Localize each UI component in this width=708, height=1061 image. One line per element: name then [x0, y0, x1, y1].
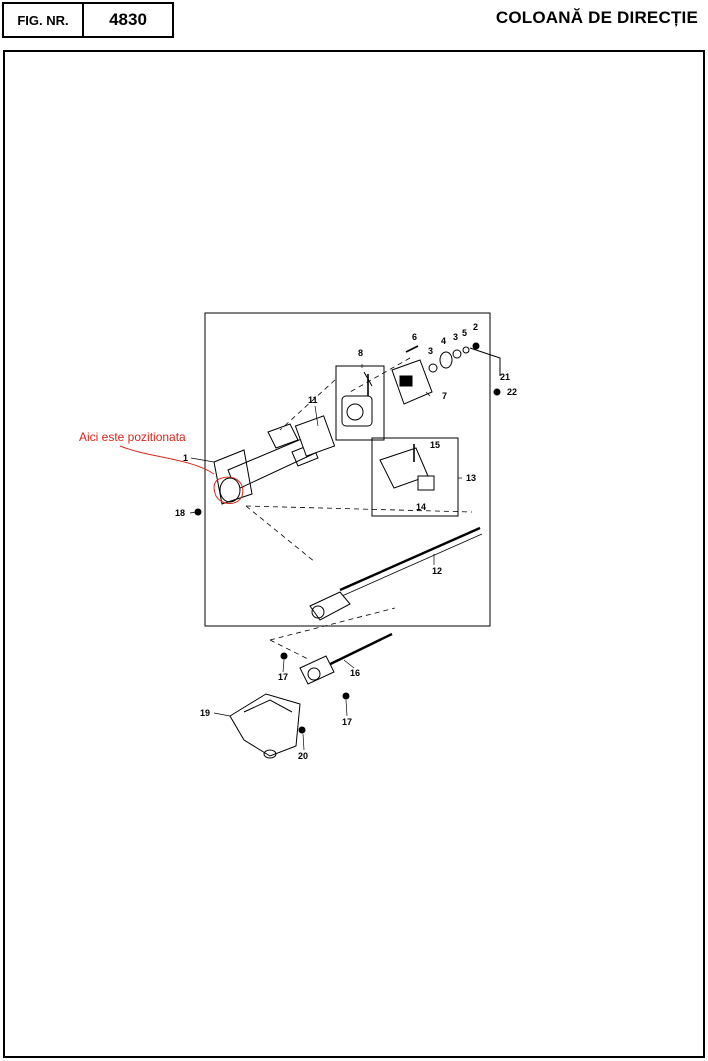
callout-18: 18 — [175, 508, 185, 518]
callout-7: 7 — [442, 391, 447, 401]
callout-14: 14 — [416, 502, 426, 512]
callout-16: 16 — [350, 668, 360, 678]
part-8-box — [335, 365, 385, 441]
callout-5: 5 — [462, 328, 467, 338]
callout-3b: 3 — [453, 332, 458, 342]
callout-11: 11 — [308, 395, 318, 405]
figure-number-box: FIG. NR. 4830 — [2, 2, 174, 38]
part-19-boot — [229, 693, 301, 757]
highlight-circle — [213, 476, 244, 504]
diagram-frame — [3, 50, 705, 1058]
callout-20: 20 — [298, 751, 308, 761]
callout-17b: 17 — [342, 717, 352, 727]
callout-3a: 3 — [428, 346, 433, 356]
callout-13: 13 — [466, 473, 476, 483]
annotation-note: Aici este pozitionata — [79, 430, 186, 444]
column-bracket — [213, 449, 253, 505]
callout-8: 8 — [358, 348, 363, 358]
callout-12: 12 — [432, 566, 442, 576]
callout-15: 15 — [430, 440, 440, 450]
callout-17a: 17 — [278, 672, 288, 682]
callout-6: 6 — [412, 332, 417, 342]
part-4-spring — [439, 351, 453, 369]
figure-number-value: 4830 — [109, 10, 147, 29]
part-13-box — [371, 437, 459, 517]
callout-1: 1 — [183, 453, 188, 463]
figure-number-label: FIG. NR. — [4, 4, 84, 36]
callout-19: 19 — [200, 708, 210, 718]
part-12-shaft — [339, 526, 481, 592]
page-title: COLOANĂ DE DIRECȚIE — [495, 8, 698, 27]
callout-22: 22 — [507, 387, 517, 397]
callout-21: 21 — [500, 372, 510, 382]
callout-2: 2 — [473, 322, 478, 332]
callout-4: 4 — [441, 336, 446, 346]
